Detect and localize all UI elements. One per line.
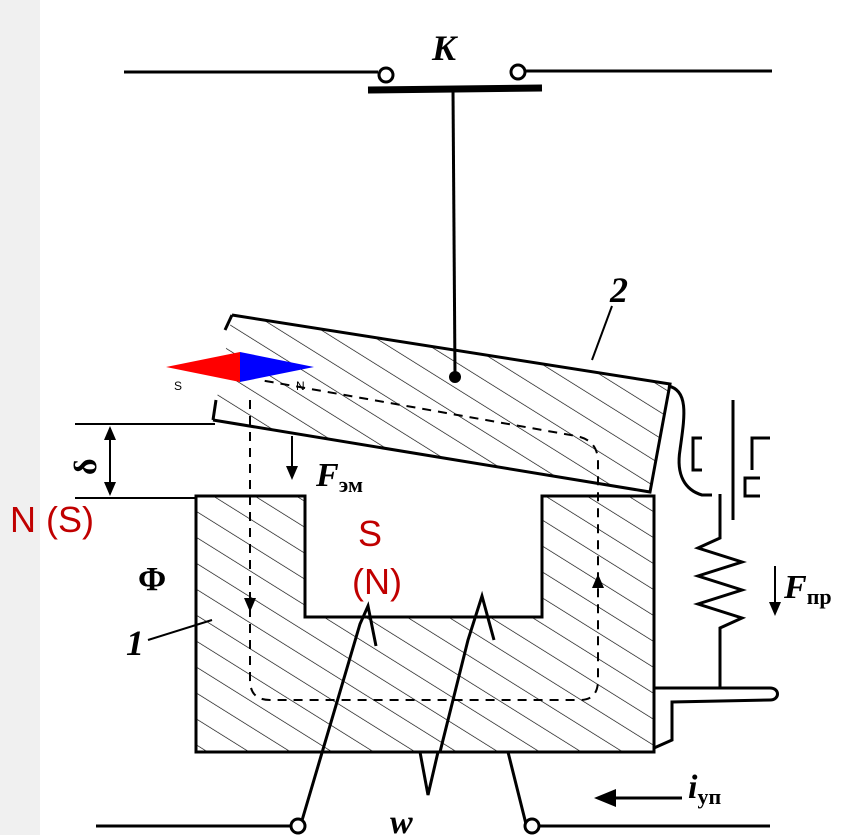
winding-coil	[96, 590, 770, 835]
coil-terminal-right	[523, 817, 541, 835]
gap-dimension	[75, 423, 215, 499]
auxiliary-contacts	[691, 400, 770, 520]
left-contact-terminal	[377, 66, 395, 84]
compass-north-half	[240, 352, 314, 382]
right-contact-terminal	[509, 63, 527, 81]
compass-south-half	[166, 352, 240, 382]
contact-switch	[124, 63, 772, 383]
center-pole-label-top: S	[358, 513, 382, 554]
contact-bridge	[367, 84, 543, 94]
flux-arrow-up	[592, 574, 604, 588]
left-pole-label: N (S)	[10, 499, 94, 540]
spring-force-label: Fпр	[783, 569, 832, 609]
return-spring	[693, 494, 781, 688]
current-label: iуп	[688, 769, 721, 809]
core-bracket	[653, 686, 779, 750]
magnetic-core	[194, 494, 779, 754]
em-force-arrow	[286, 436, 298, 480]
armature-label: 2	[609, 270, 628, 310]
flux-arrow-down	[244, 598, 256, 612]
switch-label: K	[431, 28, 459, 68]
armature-hinge-tab	[667, 384, 712, 497]
compass-north-label: N	[296, 379, 305, 393]
push-rod	[451, 89, 457, 377]
em-force-label: Fэм	[315, 457, 363, 497]
winding-label: w	[390, 804, 413, 835]
coil-terminal-left	[289, 817, 307, 835]
current-arrow	[594, 789, 682, 807]
compass-needle: S N	[166, 352, 314, 393]
core-label: 1	[126, 623, 144, 663]
armature-leader	[591, 305, 613, 361]
flux-label: Φ	[138, 561, 166, 598]
compass-south-label: S	[174, 379, 182, 393]
gap-label: δ	[67, 458, 103, 475]
flux-path	[244, 379, 604, 701]
center-pole-label-bottom: (N)	[352, 561, 402, 602]
armature	[211, 313, 712, 497]
core-leader	[147, 619, 213, 641]
